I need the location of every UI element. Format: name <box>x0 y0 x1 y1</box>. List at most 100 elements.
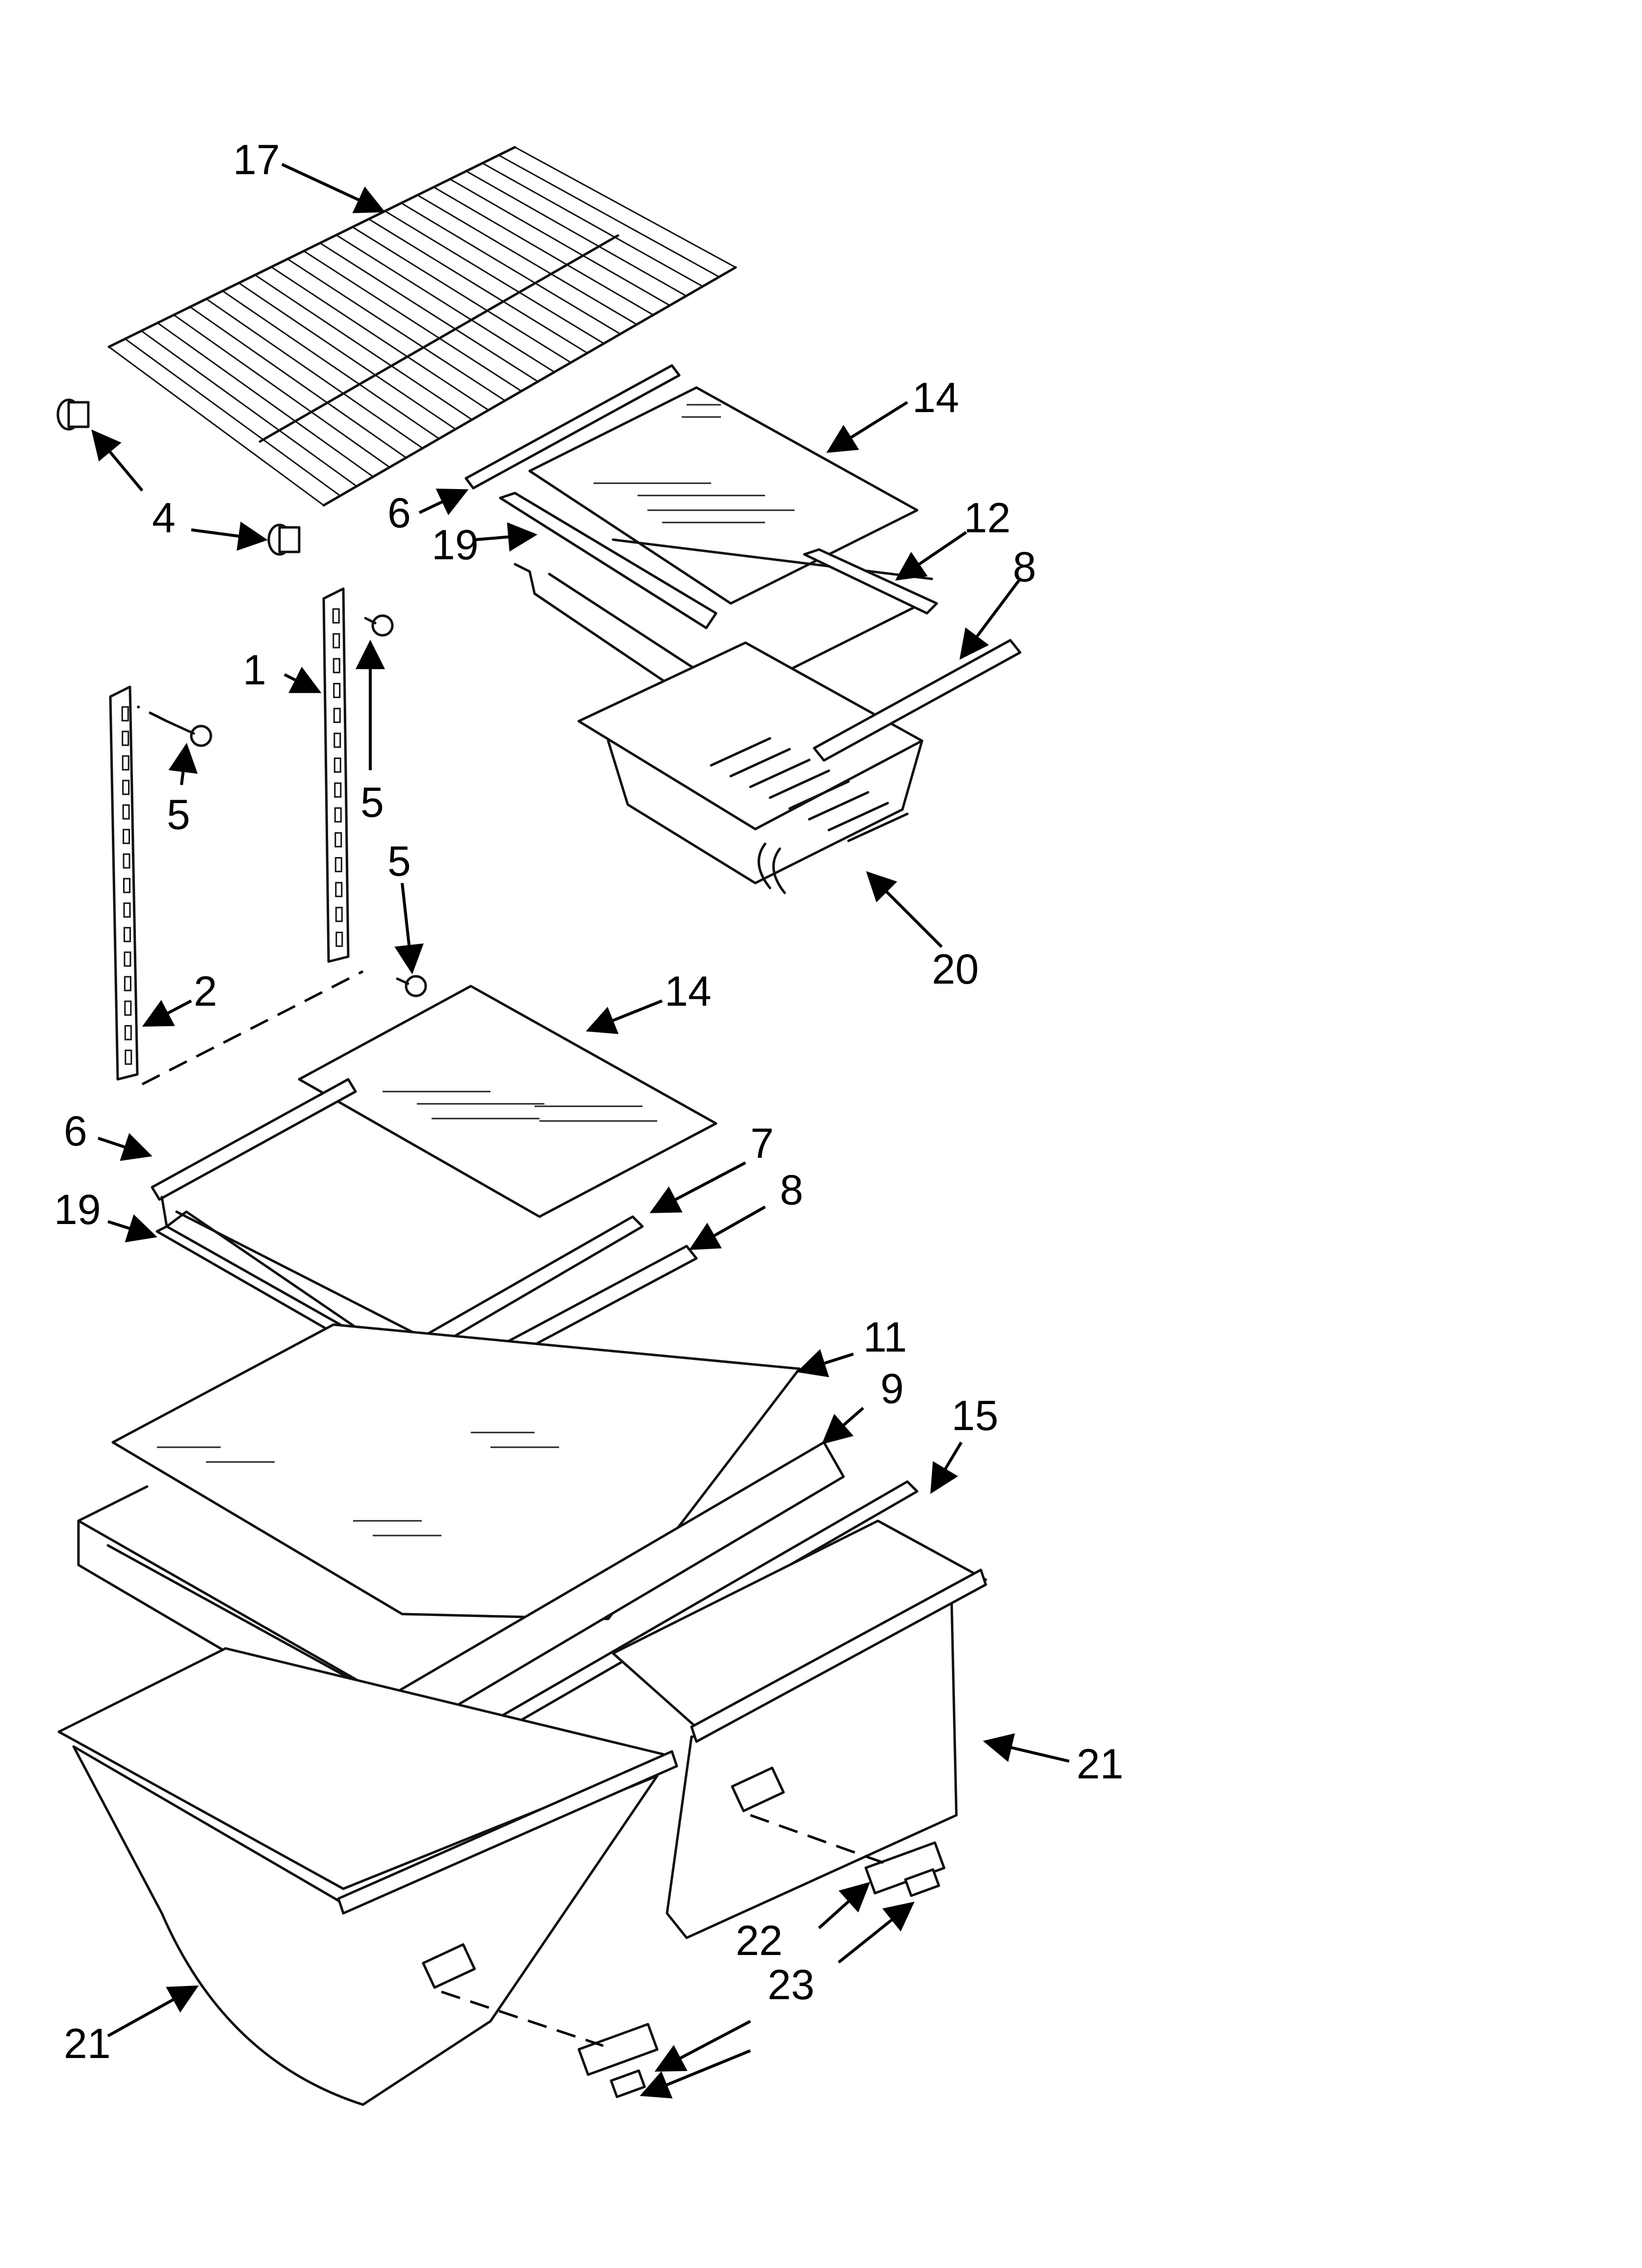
callout-19-upper: 19 <box>432 521 479 569</box>
callout-6-lower: 6 <box>64 1108 87 1155</box>
shelf-ladder-part-1 <box>322 587 350 963</box>
wire-rod <box>108 346 324 506</box>
shelf-ladder-part-2 <box>109 685 139 1081</box>
rail-part-8-upper <box>813 639 1022 762</box>
wire-rod <box>287 258 506 401</box>
callout-1: 1 <box>243 647 266 694</box>
wire-rod <box>271 266 489 411</box>
callout-17: 17 <box>233 136 280 183</box>
callout-21-right: 21 <box>1077 1741 1124 1788</box>
callout-19-lower: 19 <box>54 1186 101 1233</box>
ladder-slot <box>332 608 340 624</box>
callout-12: 12 <box>964 495 1011 542</box>
ladder-slot <box>123 829 130 844</box>
ladder-slot <box>333 683 341 698</box>
callout-labels: 17 14 4 6 19 12 8 1 5 5 5 20 2 14 6 7 8 … <box>54 136 1124 2067</box>
wire-shelf-part-17 <box>107 146 737 507</box>
callout-5-top: 5 <box>360 779 384 826</box>
crisper-glass-part-11 <box>111 1323 801 1620</box>
callout-5-left: 5 <box>167 791 190 838</box>
ladder-slot <box>334 757 341 773</box>
ladder-slot <box>124 951 131 967</box>
wire-rod <box>173 314 390 468</box>
ladder-slot <box>123 927 131 942</box>
drawer-vent-slot <box>847 812 909 842</box>
wire-rod <box>417 194 638 325</box>
wire-rod <box>255 274 473 420</box>
ladder-slot <box>125 1049 132 1065</box>
ladder-slot <box>122 780 130 795</box>
callout-7: 7 <box>750 1120 774 1167</box>
callout-11: 11 <box>863 1314 907 1361</box>
ladder-slot <box>334 857 342 872</box>
callout-8-lower: 8 <box>780 1167 803 1214</box>
ladder-slot <box>335 932 343 947</box>
ladder-slot <box>334 782 342 798</box>
ladder-slot <box>333 707 341 723</box>
ladder-slot <box>334 807 342 823</box>
callout-8-upper: 8 <box>1013 544 1036 591</box>
callout-leaders <box>91 163 1070 2099</box>
wire-rod <box>401 202 621 335</box>
ladder-slot <box>123 853 130 869</box>
wire-rod <box>205 298 423 449</box>
callout-6-upper: 6 <box>387 490 411 537</box>
wire-rod <box>157 322 374 478</box>
crisper-drawer-part-21-right <box>612 1519 987 1939</box>
drawer-vent-slot <box>788 780 850 810</box>
callout-22: 22 <box>736 1917 783 1964</box>
drawer-vent-slot <box>729 748 791 778</box>
callout-23: 23 <box>768 1961 815 2008</box>
wire-rod <box>498 154 720 278</box>
wire-rod <box>368 218 588 354</box>
rail-part-12 <box>803 548 938 615</box>
assembly-guide-lines <box>136 705 888 2047</box>
screw-part-5 <box>165 614 427 997</box>
drawer-vent-slot <box>749 758 811 788</box>
lower-glass-shelf-part-14 <box>298 985 718 1218</box>
callout-14-lower: 14 <box>665 968 712 1015</box>
ladder-slot <box>122 730 129 746</box>
drawer-vent-slot <box>769 769 830 799</box>
wire-rod <box>352 226 571 364</box>
ladder-slot <box>124 1000 132 1016</box>
crisper-drawer-part-21-left <box>57 1647 678 2106</box>
wire-rod <box>465 170 687 297</box>
callout-14-upper: 14 <box>912 374 959 421</box>
ladder-slot <box>123 902 131 918</box>
ladder-slot <box>334 732 341 748</box>
callout-4: 4 <box>152 495 176 542</box>
ladder-slot <box>335 882 343 897</box>
wire-rod <box>335 234 555 373</box>
wire-rod <box>125 338 341 496</box>
ladder-slot <box>333 658 340 674</box>
ladder-slot <box>335 907 343 922</box>
drawer-vent-slot <box>808 791 870 821</box>
callout-20: 20 <box>932 946 979 993</box>
drawer-stop-part-23 <box>610 1868 940 2098</box>
ladder-slot <box>121 706 129 722</box>
crisper-drawer-part-20 <box>577 641 924 894</box>
ladder-slot <box>122 804 130 820</box>
callout-21-left: 21 <box>64 2020 111 2067</box>
shelf-peg-part-4 <box>56 398 301 556</box>
wire-rod <box>385 210 604 344</box>
trim-strip-part-6-lower <box>151 1078 357 1201</box>
drawer-vent-slot <box>710 737 771 767</box>
wire-rod <box>141 330 358 487</box>
ladder-slot <box>124 1025 132 1041</box>
wire-rod <box>433 186 654 316</box>
wire-rod <box>514 146 736 268</box>
callout-2: 2 <box>194 968 217 1015</box>
ladder-slot <box>124 976 131 991</box>
wire-rod <box>319 242 539 383</box>
callout-15: 15 <box>951 1392 999 1439</box>
wire-rod <box>482 162 703 287</box>
ladder-slot <box>122 755 129 771</box>
callout-5-bottom: 5 <box>387 838 411 885</box>
ladder-slot <box>333 633 340 649</box>
ladder-slot <box>123 878 130 893</box>
wire-rod <box>303 250 522 392</box>
callout-9: 9 <box>880 1365 904 1412</box>
